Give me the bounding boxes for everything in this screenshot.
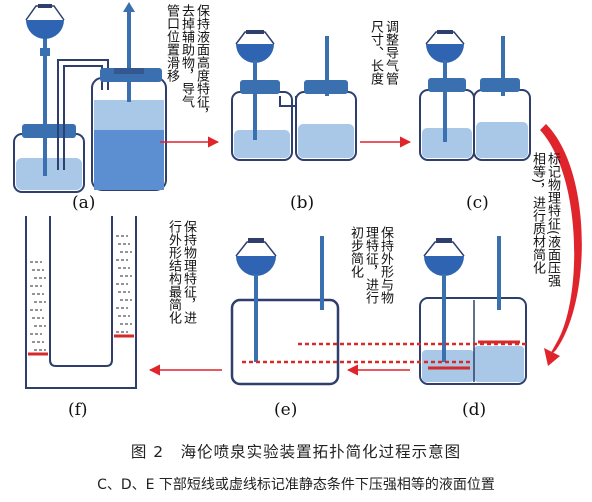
- panel-b-apparatus: [231, 30, 357, 161]
- note-b-to-c: 调整导气管 尺寸、长度: [368, 20, 398, 85]
- note-d-to-e: 保持外形与物 理特征，进行 初步简化: [348, 226, 393, 304]
- note-c-to-d-line-1: 标记物理特征(液面压强: [545, 152, 560, 288]
- panel-f-apparatus: [25, 216, 137, 389]
- label-panel-a: (a): [72, 193, 96, 213]
- note-b-to-c-line-2: 尺寸、长度: [368, 20, 383, 85]
- panel-d-apparatus: [419, 236, 527, 385]
- note-d-to-e-line-3: 初步简化: [348, 226, 363, 278]
- note-e-to-f-line-1: 保持物理特征，进: [181, 220, 196, 324]
- liquid-column-markers: [30, 235, 132, 351]
- note-e-to-f-line-2: 行外形结构最简化: [166, 220, 181, 324]
- note-a-to-b-line-1: 保持液面高度特征，: [194, 4, 209, 121]
- note-c-to-d: 标记物理特征(液面压强 相等)，进行质材简化: [530, 152, 560, 288]
- note-e-to-f: 保持物理特征，进 行外形结构最简化: [166, 220, 196, 324]
- note-a-to-b-line-2: 去掉辅助物，导气: [179, 4, 194, 108]
- note-a-to-b-line-3: 管口位置滑移: [164, 4, 179, 82]
- label-panel-e: (e): [274, 400, 298, 420]
- label-panel-d: (d): [462, 400, 487, 420]
- panel-c-apparatus: [419, 30, 531, 161]
- note-d-to-e-line-2: 理特征，进行: [363, 226, 378, 304]
- panel-a-apparatus: [13, 2, 167, 193]
- arrow-c-to-d: [540, 124, 582, 358]
- label-panel-b: (b): [290, 193, 315, 213]
- figure-caption: 图 2 海伦喷泉实验装置拓扑简化过程示意图: [130, 443, 462, 461]
- panel-e-apparatus: [230, 236, 526, 386]
- note-c-to-d-line-2: 相等)，进行质材简化: [530, 152, 545, 275]
- note-b-to-c-line-1: 调整导气管: [383, 20, 398, 85]
- figure-footnote: C、D、E 下部短线或虚线标记准静态条件下压强相等的液面位置: [97, 477, 495, 493]
- clamp-left-a: [22, 124, 76, 138]
- note-a-to-b: 保持液面高度特征， 去掉辅助物，导气 管口位置滑移: [164, 4, 209, 121]
- label-panel-f: (f): [68, 400, 88, 420]
- label-panel-c: (c): [466, 193, 489, 213]
- note-d-to-e-line-1: 保持外形与物: [378, 226, 393, 304]
